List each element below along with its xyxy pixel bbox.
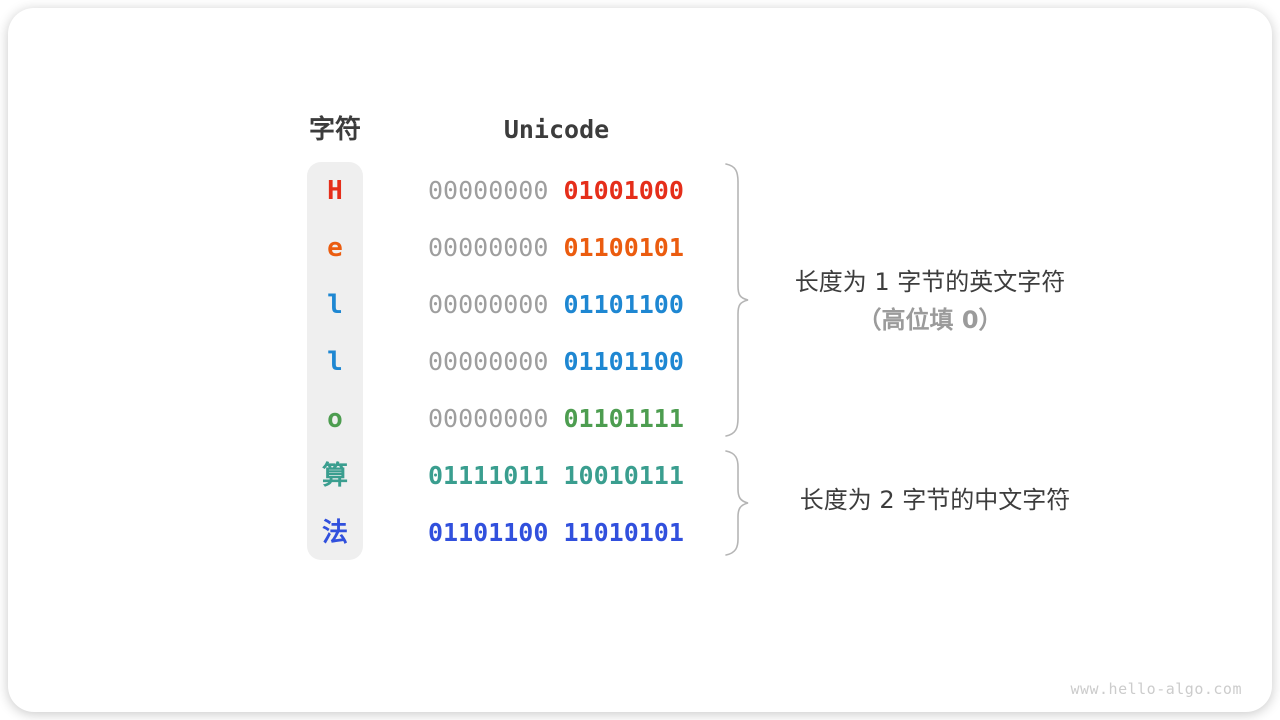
high-byte: 01101100 [428,518,549,547]
binary-row-suan: 01111011 10010111 [428,456,684,496]
english-group-annotation: 长度为 1 字节的英文字符 （高位填 0） [750,263,1110,339]
chinese-group-brace-icon [725,450,749,556]
binary-row-h: 00000000 01001000 [428,171,684,211]
watermark-url: www.hello-algo.com [1070,680,1242,698]
character-cell-l2: l [327,347,343,377]
high-byte: 00000000 [428,290,549,319]
character-cell-o: o [327,404,343,434]
chinese-group-annotation: 长度为 2 字节的中文字符 [750,481,1120,519]
low-byte: 11010101 [563,518,684,547]
english-group-annotation-line1: 长度为 1 字节的英文字符 [794,268,1066,296]
character-cell-suan: 算 [321,461,348,491]
character-cell-e: e [327,233,343,263]
diagram-card [8,8,1272,712]
low-byte: 01101100 [563,347,684,376]
low-byte: 01100101 [563,233,684,262]
high-byte: 00000000 [428,347,549,376]
binary-row-l2: 00000000 01101100 [428,342,684,382]
low-byte: 01101111 [563,404,684,433]
character-column-header: 字符 [308,115,361,145]
binary-row-fa: 01101100 11010101 [428,513,684,553]
english-group-annotation-line2: （高位填 0） [857,306,1003,334]
character-column-background [307,162,363,560]
high-byte: 01111011 [428,461,549,490]
low-byte: 10010111 [563,461,684,490]
low-byte: 01001000 [563,176,684,205]
character-cell-l1: l [327,290,343,320]
low-byte: 01101100 [563,290,684,319]
chinese-group-annotation-line1: 长度为 2 字节的中文字符 [799,486,1071,514]
high-byte: 00000000 [428,233,549,262]
english-group-brace-icon [725,163,749,437]
unicode-column-header: Unicode [503,115,610,144]
binary-row-l1: 00000000 01101100 [428,285,684,325]
binary-row-e: 00000000 01100101 [428,228,684,268]
character-cell-fa: 法 [321,518,348,548]
high-byte: 00000000 [428,404,549,433]
high-byte: 00000000 [428,176,549,205]
binary-row-o: 00000000 01101111 [428,399,684,439]
character-cell-h: H [327,176,343,206]
